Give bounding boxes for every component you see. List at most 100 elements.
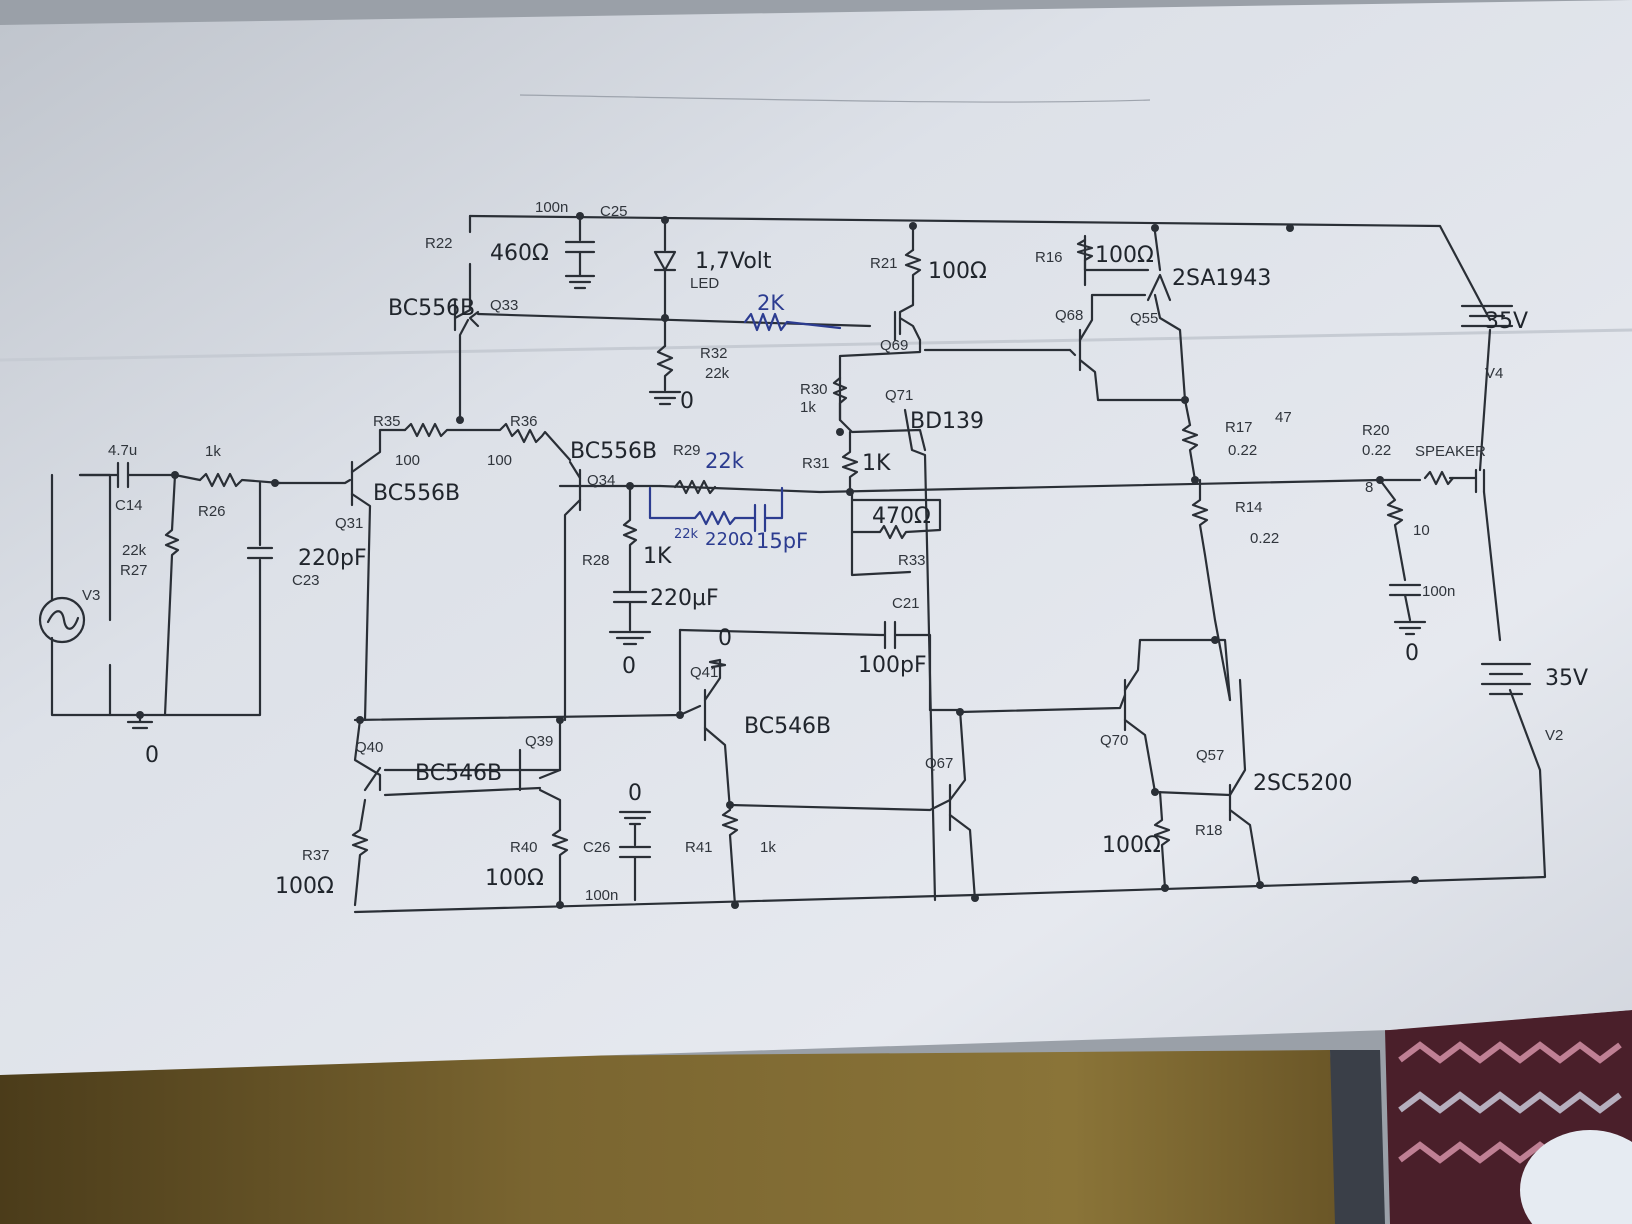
r37-value: 100Ω [275, 874, 334, 899]
r26-value: 1k [205, 443, 221, 460]
q57-name: Q57 [1196, 747, 1224, 764]
r31-name: R31 [802, 455, 830, 472]
r16-name: R16 [1035, 249, 1063, 266]
q71-type: BD139 [910, 409, 984, 434]
q34-type: BC556B [570, 439, 657, 464]
q34-name: Q34 [587, 472, 615, 489]
blue-22k: 22k [674, 527, 699, 542]
v2-name: V2 [1545, 727, 1563, 744]
q39-name: Q39 [525, 733, 553, 750]
r27-value: 22k [122, 542, 147, 559]
r29-name: R29 [673, 442, 701, 459]
q67-name: Q67 [925, 755, 953, 772]
r20-name: R20 [1362, 422, 1390, 439]
c26-value: 100n [585, 887, 618, 904]
r35-name: R35 [373, 413, 401, 430]
r33-value: 470Ω [872, 504, 931, 529]
r16-value: 100Ω [1095, 243, 1154, 268]
c21-ground: 0 [718, 626, 732, 651]
paper-sheet [0, 0, 1632, 1075]
r32-ground: 0 [680, 389, 694, 414]
speaker-impedance: 8 [1365, 479, 1373, 496]
q55-name: Q55 [1130, 310, 1158, 327]
paper-fold [0, 328, 1632, 362]
capacitor-220uf: 220µF [650, 586, 719, 611]
input-ground: 0 [145, 743, 159, 768]
speaker-label: SPEAKER [1415, 443, 1486, 460]
q33-type: BC556B [388, 296, 475, 321]
wooden-table [0, 1050, 1340, 1224]
v3-name: V3 [82, 587, 100, 604]
r28-value: 1K [643, 544, 672, 569]
q71-name: Q71 [885, 387, 913, 404]
r37-name: R37 [302, 847, 330, 864]
r18-value: 100Ω [1102, 833, 1161, 858]
r21-value: 100Ω [928, 259, 987, 284]
r35-value: 100 [395, 452, 420, 469]
q31-type: BC556B [373, 481, 460, 506]
r26-name: R26 [198, 503, 226, 520]
q68-name: Q68 [1055, 307, 1083, 324]
r21-name: R21 [870, 255, 898, 272]
q40-name: Q40 [355, 739, 383, 756]
c26-ground: 0 [628, 781, 642, 806]
r32-name: R32 [700, 345, 728, 362]
r28-name: R28 [582, 552, 610, 569]
resistor-10: 10 [1413, 522, 1430, 539]
v2-value: 35V [1545, 666, 1588, 691]
blue-15pf: 15pF [756, 529, 808, 553]
c14-name: C14 [115, 497, 143, 514]
junction-dots [136, 212, 1419, 909]
q70-name: Q70 [1100, 732, 1128, 749]
led-name: LED [690, 275, 719, 292]
r41-name: R41 [685, 839, 713, 856]
r30-name: R30 [800, 381, 828, 398]
r27-name: R27 [120, 562, 148, 579]
speaker-ground: 0 [1405, 641, 1419, 666]
r41-value: 1k [760, 839, 776, 856]
c25-value: 100n [535, 199, 568, 216]
capacitor-100n-right: 100n [1422, 583, 1455, 600]
r17-value: 0.22 [1228, 442, 1257, 459]
r22-value: 460Ω [490, 241, 549, 266]
laptop-edge [1330, 1050, 1385, 1224]
r36-name: R36 [510, 413, 538, 430]
c25-name: C25 [600, 203, 628, 220]
diff-pair-type: BC546B [415, 761, 502, 786]
r36-value: 100 [487, 452, 512, 469]
component-labels: 100n C25 R22 460Ω BC556B Q33 1,7Volt LED… [82, 199, 1588, 904]
c21-name: C21 [892, 595, 920, 612]
v4-name: V4 [1485, 365, 1503, 382]
circuit-wires [50, 213, 1547, 914]
c23-name: C23 [292, 572, 320, 589]
r31-value: 1K [862, 451, 891, 476]
r40-value: 100Ω [485, 866, 544, 891]
q55-type: 2SA1943 [1172, 266, 1271, 291]
r33-name: R33 [898, 552, 926, 569]
blue-220: 220Ω [705, 529, 753, 550]
c26-name: C26 [583, 839, 611, 856]
led-voltage: 1,7Volt [695, 249, 772, 274]
q33-name: Q33 [490, 297, 518, 314]
q41-name: Q41 [690, 664, 718, 681]
r14-value: 0.22 [1250, 530, 1279, 547]
white-object [1520, 1130, 1632, 1224]
r22-name: R22 [425, 235, 453, 252]
r28-ground: 0 [622, 654, 636, 679]
q57-type: 2SC5200 [1253, 771, 1352, 796]
q69-name: Q69 [880, 337, 908, 354]
r14-name: R14 [1235, 499, 1263, 516]
r20-value: 0.22 [1362, 442, 1391, 459]
c21-value: 100pF [858, 653, 927, 678]
r40-name: R40 [510, 839, 538, 856]
feedback-2k: 2K [757, 291, 785, 315]
r30-value: 1k [800, 399, 816, 416]
signal-source-icon [38, 596, 86, 644]
r18-name: R18 [1195, 822, 1223, 839]
r17-name: R17 [1225, 419, 1253, 436]
v4-value: 35V [1485, 309, 1528, 334]
r29-value: 22k [705, 449, 745, 473]
r17-extra: 47 [1275, 409, 1292, 426]
